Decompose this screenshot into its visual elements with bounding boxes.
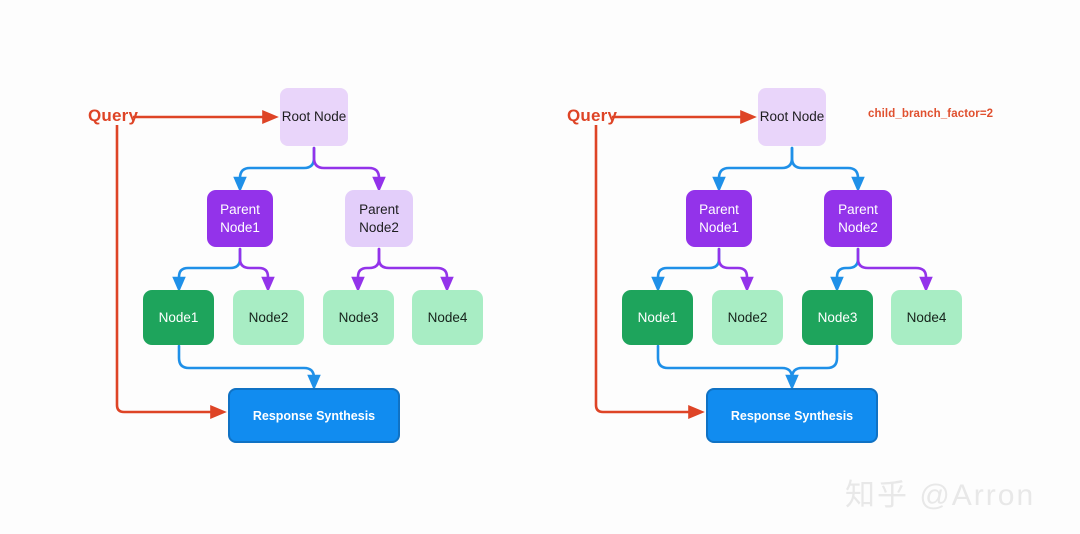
parent-node1-right[interactable]: Parent Node1 [686,190,752,247]
watermark: 知乎 @Arron [845,479,1036,512]
leaf-node2-right[interactable]: Node2 [712,290,783,345]
edge-query-to-synthesis-right [594,125,705,420]
edge-root-to-parent1-right [712,146,794,193]
parent-node2-left[interactable]: Parent Node2 [345,190,413,247]
leaf-node4-right[interactable]: Node4 [891,290,962,345]
edge-root-to-parent2-left [312,146,386,193]
edge-parent1-to-node1-left [172,247,242,293]
edge-parent1-to-node1-right [651,247,721,293]
edge-query-to-synthesis-left [115,125,227,420]
child-branch-factor-label: child_branch_factor=2 [868,108,994,120]
edge-parent2-to-node3-right [830,247,860,293]
edge-node3-to-synthesis-right [790,344,839,384]
edge-node1-to-synthesis-right [656,344,799,391]
parent-node1-left[interactable]: Parent Node1 [207,190,273,247]
leaf-node1-right[interactable]: Node1 [622,290,693,345]
query-label-left: Query [88,106,139,125]
leaf-node4-left[interactable]: Node4 [412,290,483,345]
response-synthesis-left[interactable]: Response Synthesis [228,388,400,443]
root-node-left[interactable]: Root Node [280,88,348,146]
edge-parent1-to-node2-left [238,247,275,293]
response-synthesis-right[interactable]: Response Synthesis [706,388,878,443]
leaf-node1-left[interactable]: Node1 [143,290,214,345]
leaf-node3-left[interactable]: Node3 [323,290,394,345]
edge-parent2-to-node3-left [351,247,381,293]
leaf-node2-left[interactable]: Node2 [233,290,304,345]
edge-root-to-parent2-right [790,146,865,193]
leaf-node3-right[interactable]: Node3 [802,290,873,345]
edge-node1-to-synthesis-left [177,344,321,391]
parent-node2-right[interactable]: Parent Node2 [824,190,892,247]
edge-parent2-to-node4-left [377,247,454,293]
root-node-right[interactable]: Root Node [758,88,826,146]
query-label-right: Query [567,106,618,125]
edge-parent1-to-node2-right [717,247,754,293]
edge-parent2-to-node4-right [856,247,933,293]
edge-root-to-parent1-left [233,146,316,193]
